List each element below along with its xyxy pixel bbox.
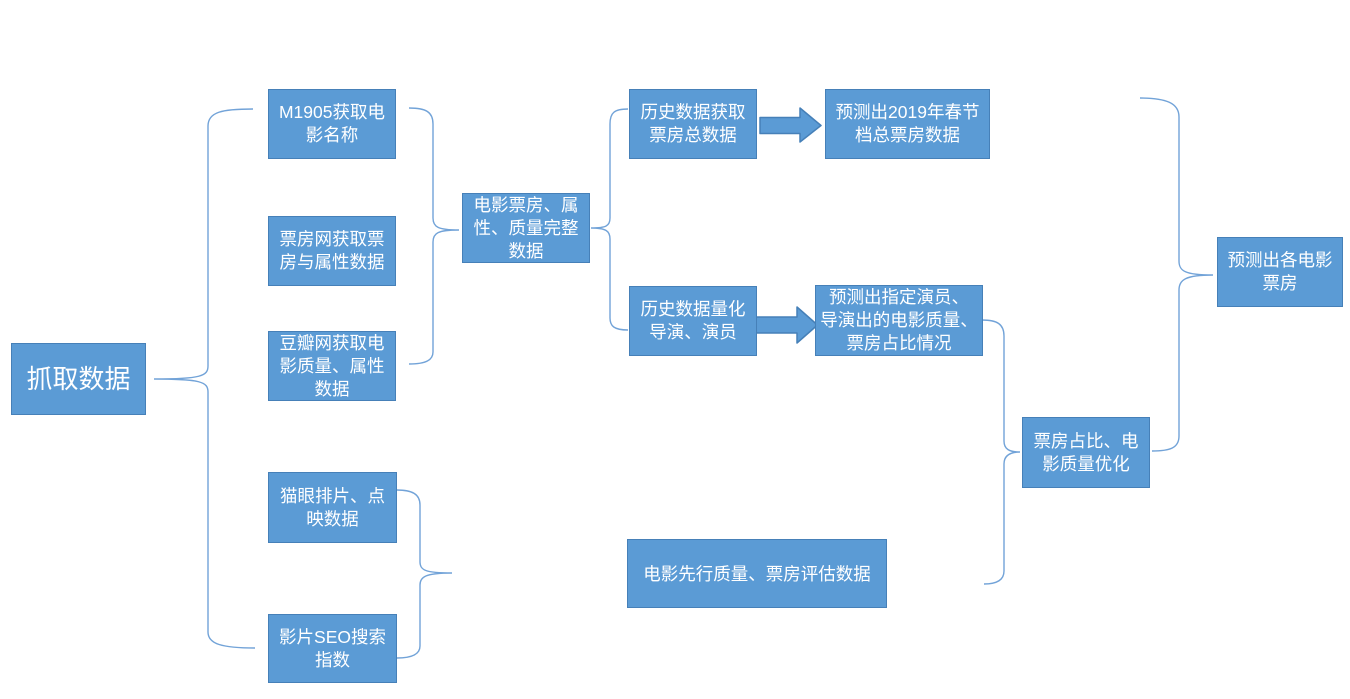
block-arrow-middle-icon: [755, 306, 819, 344]
node-complete-data: 电影票房、属 性、质量完整 数据: [462, 193, 590, 263]
node-predict-2019: 预测出2019年春节 档总票房数据: [825, 89, 990, 159]
node-advance-quality: 电影先行质量、票房评估数据: [627, 539, 887, 608]
brace-complete-to-history: [590, 108, 629, 331]
brace-sources-to-complete: [408, 107, 460, 365]
node-seo-index: 影片SEO搜索 指数: [268, 614, 397, 683]
brace-screening-to-prequality: [396, 489, 453, 659]
node-maoyan: 猫眼排片、点 映数据: [268, 472, 397, 543]
brace-results-to-predict-each: [1139, 97, 1214, 452]
node-history-quantify: 历史数据量化 导演、演员: [629, 286, 757, 356]
node-optimize: 票房占比、电 影质量优化: [1022, 417, 1150, 488]
node-m1905: M1905获取电 影名称: [268, 89, 396, 159]
block-arrow-top-icon: [759, 107, 822, 143]
brace-grab-to-sources: [153, 108, 256, 649]
node-history-total: 历史数据获取 票房总数据: [629, 89, 757, 159]
brace-predictions-to-optimize: [981, 319, 1021, 585]
node-grab-data: 抓取数据: [11, 343, 146, 415]
node-boxoffice-site: 票房网获取票 房与属性数据: [268, 216, 396, 286]
node-douban: 豆瓣网获取电 影质量、属性 数据: [268, 331, 396, 401]
node-predict-actor-director: 预测出指定演员、 导演出的电影质量、 票房占比情况: [815, 285, 983, 356]
node-predict-each-movie: 预测出各电影 票房: [1217, 237, 1343, 307]
